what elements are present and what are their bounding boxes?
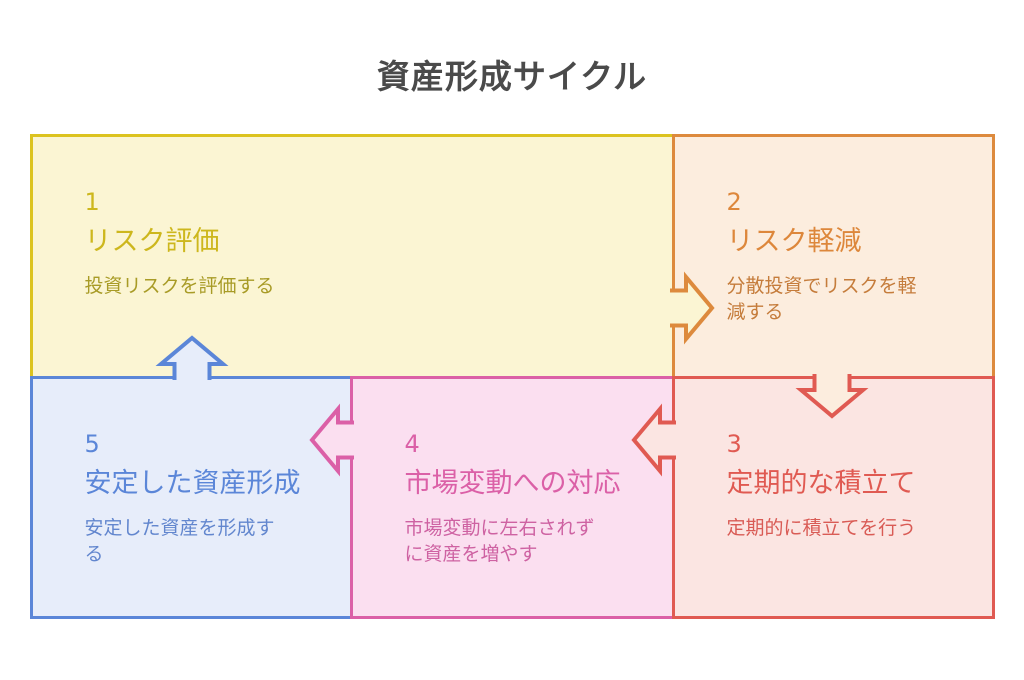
step-description: 分散投資でリスクを軽減する bbox=[726, 274, 917, 323]
step-title: 安定した資産形成 bbox=[84, 467, 301, 499]
diagram-title: 資産形成サイクル bbox=[376, 57, 648, 96]
step-description: 安定した資産を形成する bbox=[84, 516, 275, 565]
step-number: 2 bbox=[726, 187, 742, 216]
step-title: 定期的な積立て bbox=[726, 467, 916, 499]
step-description: 定期的に積立てを行う bbox=[726, 516, 917, 539]
step-description: 投資リスクを評価する bbox=[84, 274, 275, 297]
step-number: 4 bbox=[404, 429, 420, 458]
step-block-4: 4 市場変動への対応 市場変動に左右されずに資産を増やす bbox=[349, 375, 675, 619]
step-title: リスク軽減 bbox=[726, 225, 862, 257]
step-block-3: 3 定期的な積立て 定期的に積立てを行う bbox=[671, 375, 995, 619]
step-block-2: 2 リスク軽減 分散投資でリスクを軽減する bbox=[671, 133, 995, 379]
cycle-diagram: 1 リスク評価 投資リスクを評価する 2 リスク軽減 分散投資でリスクを軽減する… bbox=[29, 133, 995, 619]
step-title: リスク評価 bbox=[84, 225, 220, 257]
step-title: 市場変動への対応 bbox=[404, 467, 621, 499]
step-number: 5 bbox=[84, 429, 100, 458]
step-number: 1 bbox=[84, 187, 100, 216]
step-block-5: 5 安定した資産形成 安定した資産を形成する bbox=[29, 375, 353, 619]
step-description: 市場変動に左右されずに資産を増やす bbox=[404, 516, 595, 565]
step-number: 3 bbox=[726, 429, 742, 458]
step-block-1: 1 リスク評価 投資リスクを評価する bbox=[29, 133, 675, 379]
